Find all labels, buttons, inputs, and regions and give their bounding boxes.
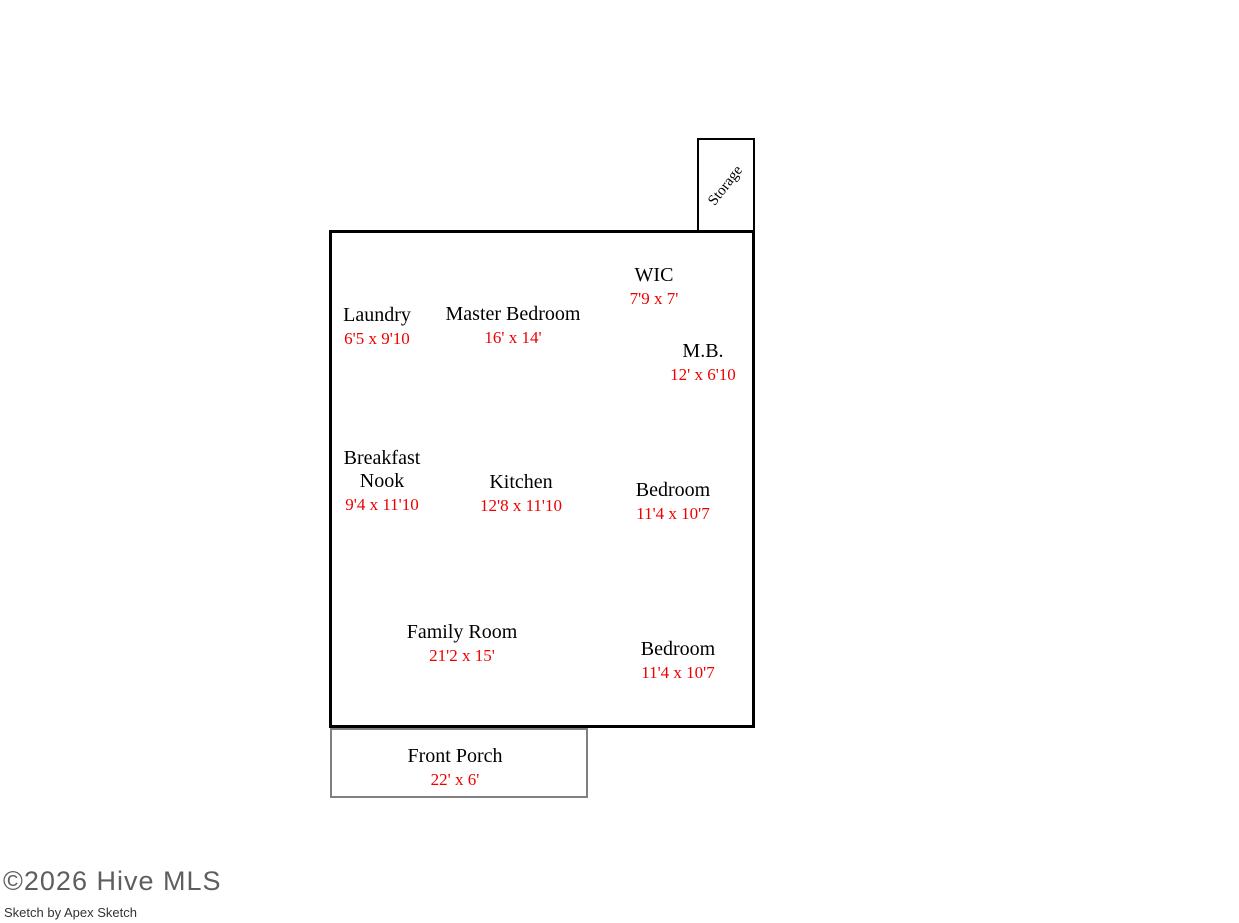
room-label-front-porch: Front Porch 22' x 6' [408, 745, 503, 790]
room-dims: 12' x 6'10 [670, 365, 736, 384]
room-label-wic: WIC 7'9 x 7' [630, 264, 679, 309]
room-dims: 21'2 x 15' [429, 646, 495, 665]
room-name: M.B. [682, 340, 724, 362]
room-name: Family Room [406, 621, 518, 643]
room-dims: 12'8 x 11'10 [480, 496, 562, 515]
main-house-outline [329, 230, 755, 728]
room-dims: 16' x 14' [484, 328, 542, 347]
mls-watermark: ©2026 Hive MLS [3, 866, 222, 896]
room-name: Laundry [343, 304, 411, 326]
room-name: Front Porch [407, 745, 503, 767]
sketch-credit: Sketch by Apex Sketch [4, 905, 137, 920]
room-dims: 7'9 x 7' [629, 289, 679, 308]
room-name-storage: Storage [705, 162, 747, 209]
room-label-master-bedroom: Master Bedroom 16' x 14' [446, 303, 581, 348]
room-name: Bedroom [640, 638, 716, 660]
room-label-laundry: Laundry 6'5 x 9'10 [343, 304, 411, 349]
room-label-bedroom-1: Bedroom 11'4 x 10'7 [636, 479, 710, 524]
room-name: Breakfast Nook [343, 447, 421, 492]
room-label-breakfast-nook: Breakfast Nook 9'4 x 11'10 [332, 447, 432, 515]
room-label-bedroom-2: Bedroom 11'4 x 10'7 [641, 638, 715, 683]
room-dims: 22' x 6' [430, 770, 480, 789]
room-name: Kitchen [489, 471, 553, 493]
room-name: Master Bedroom [445, 303, 581, 325]
room-dims: 9'4 x 11'10 [345, 495, 419, 514]
front-porch-outline [330, 728, 588, 798]
room-label-master-bath: M.B. 12' x 6'10 [670, 340, 736, 385]
room-dims: 11'4 x 10'7 [636, 504, 710, 523]
room-label-kitchen: Kitchen 12'8 x 11'10 [480, 471, 562, 516]
room-name: Bedroom [635, 479, 711, 501]
room-dims: 6'5 x 9'10 [344, 329, 410, 348]
room-label-family-room: Family Room 21'2 x 15' [407, 621, 518, 666]
room-dims: 11'4 x 10'7 [641, 663, 715, 682]
room-name: WIC [634, 264, 674, 286]
storage-room-outline: Storage [697, 138, 755, 233]
